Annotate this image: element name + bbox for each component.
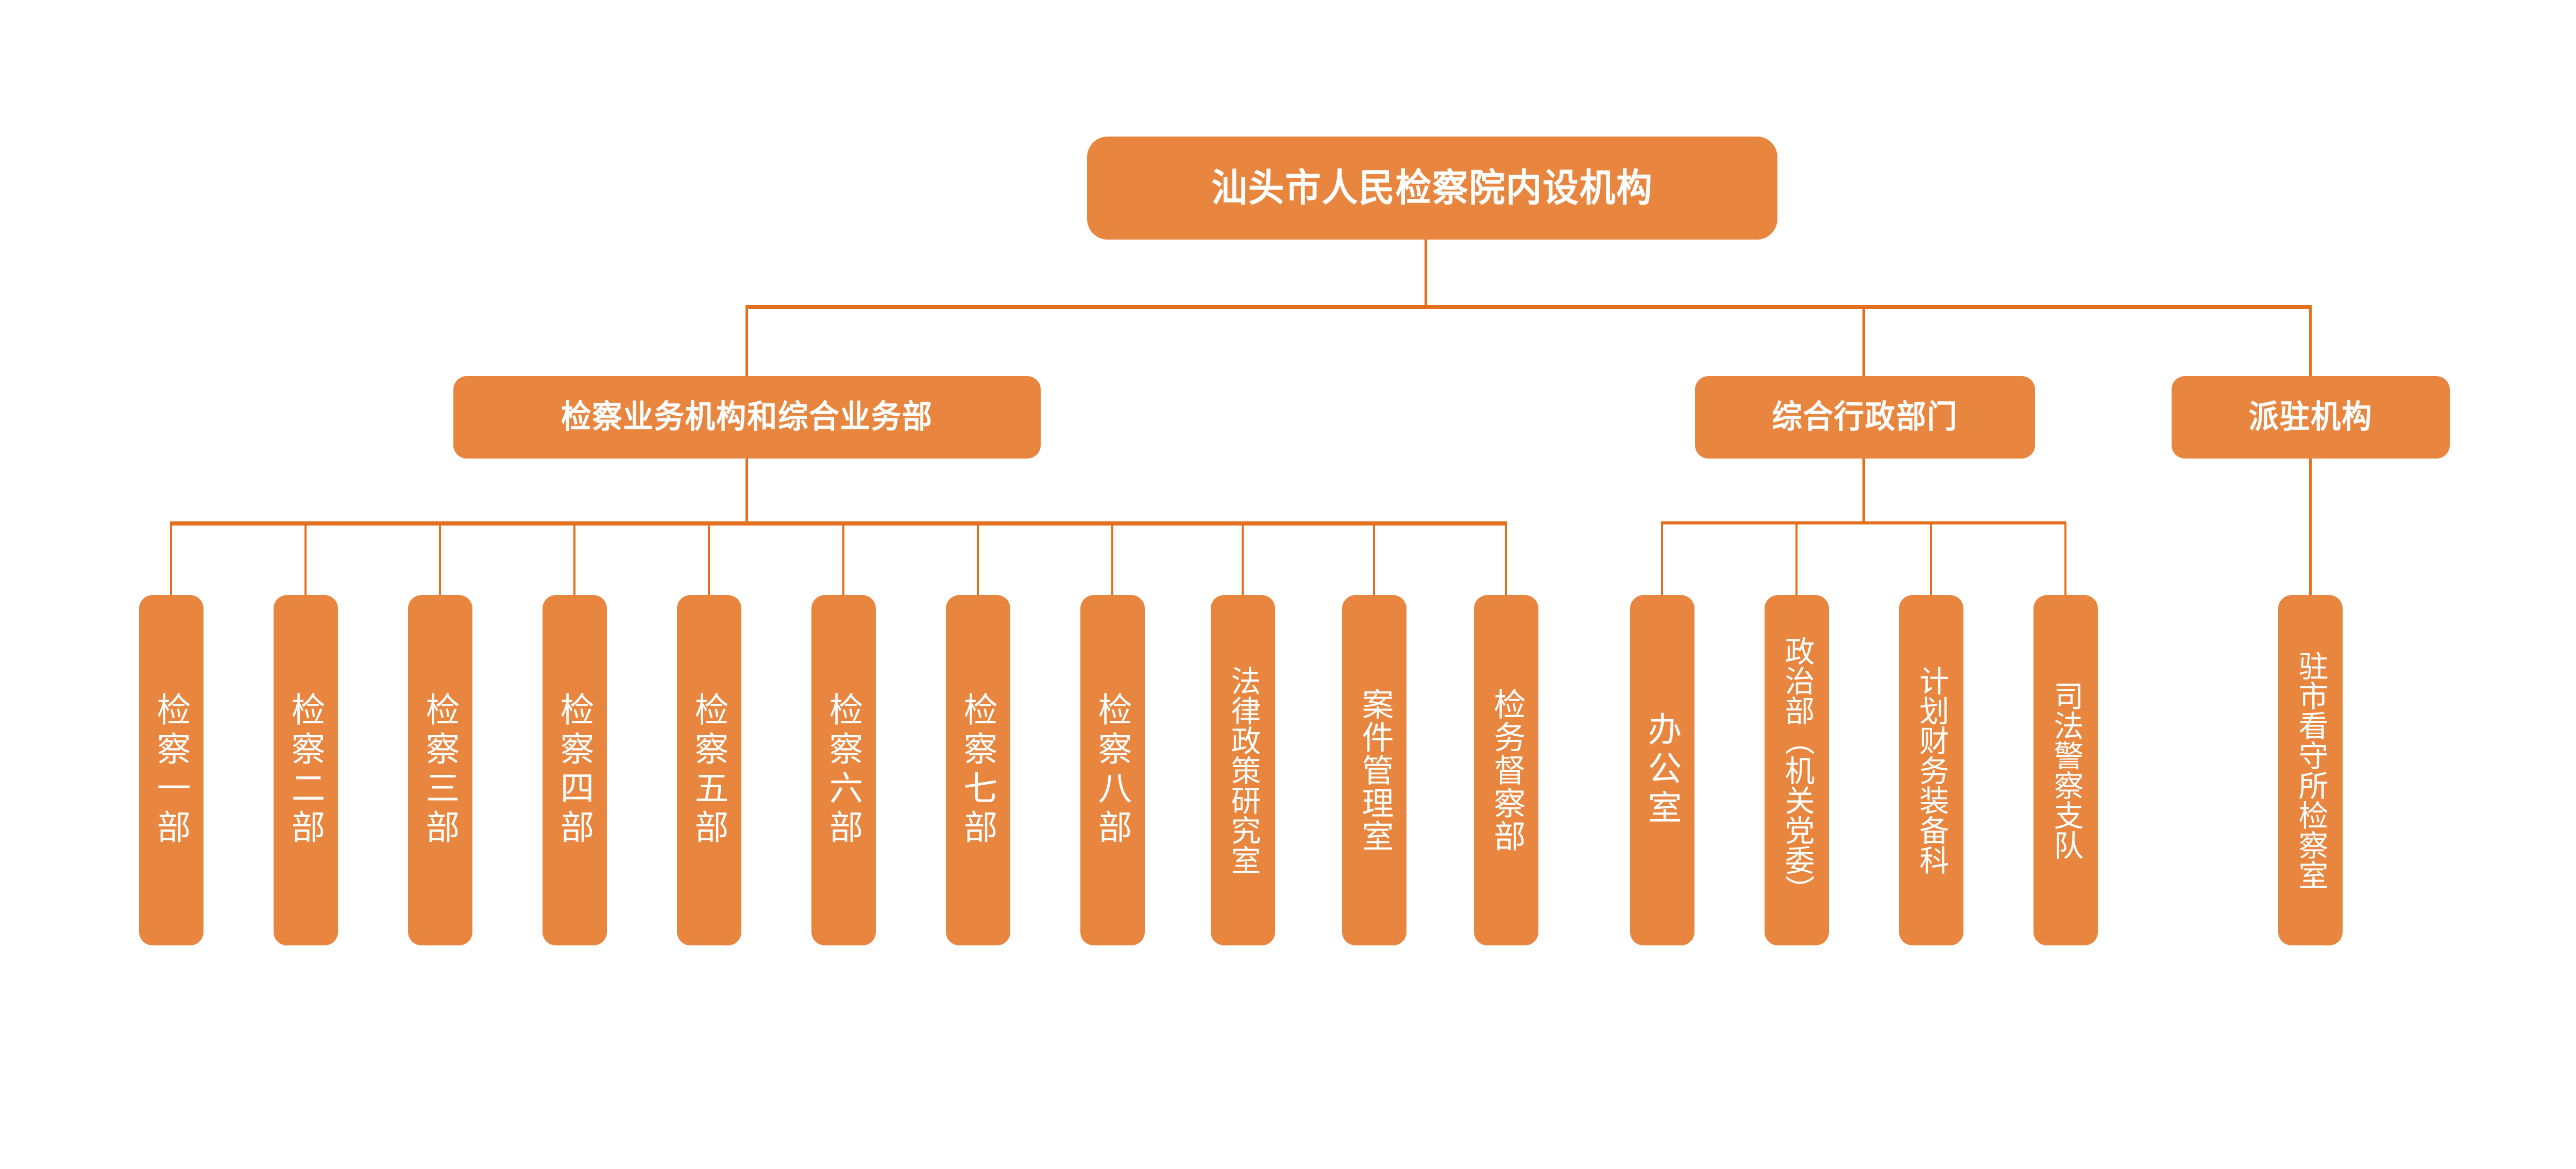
connector-group-2-stem <box>1862 459 1865 523</box>
leaf-node[interactable]: 检察三部 <box>408 595 472 945</box>
leaf-node[interactable]: 案件管理室 <box>1342 595 1406 945</box>
connector-leaf-drop <box>708 521 710 596</box>
connector-leaf-drop <box>573 521 575 596</box>
leaf-node[interactable]: 检察四部 <box>543 595 607 945</box>
leaf-node-label: 计划财务装备科 <box>1914 666 1948 875</box>
leaf-node-label: 检察三部 <box>421 692 460 849</box>
connector-leaf-drop <box>1111 521 1113 596</box>
connector-drop-group-3 <box>2309 305 2312 377</box>
connector-leaf-drop <box>1242 521 1244 596</box>
root-node-label: 汕头市人民检察院内设机构 <box>1211 166 1653 209</box>
connector-leaf-drop <box>170 521 172 596</box>
leaf-node[interactable]: 办公室 <box>1630 595 1694 945</box>
leaf-node[interactable]: 政治部（机关党委） <box>1765 595 1829 945</box>
connector-leaf-drop <box>1795 521 1798 596</box>
group-node-comprehensive-administration[interactable]: 综合行政部门 <box>1695 376 2035 459</box>
connector-leaf-drop <box>977 521 979 596</box>
leaf-node[interactable]: 检务督察部 <box>1474 595 1538 945</box>
connector-leaf-drop <box>2064 521 2066 596</box>
connector-group-3-stem <box>2309 459 2312 596</box>
leaf-node-label: 检察七部 <box>959 692 997 849</box>
leaf-node-label: 检察二部 <box>286 692 325 849</box>
leaf-node-label: 检务督察部 <box>1488 688 1524 853</box>
leaf-node-label: 法律政策研究室 <box>1226 666 1260 875</box>
leaf-node[interactable]: 检察六部 <box>811 595 876 945</box>
group-node-dispatched-agency[interactable]: 派驻机构 <box>2172 376 2450 459</box>
group-node-label-procuratorial-business: 检察业务机构和综合业务部 <box>561 399 933 435</box>
leaf-node-label: 驻市看守所检察室 <box>2294 651 2328 890</box>
leaf-node-label: 检察一部 <box>152 692 191 849</box>
leaf-node[interactable]: 检察八部 <box>1080 595 1145 945</box>
connector-leaf-drop <box>439 521 441 596</box>
connector-leaf-drop <box>1661 521 1663 596</box>
root-node[interactable]: 汕头市人民检察院内设机构 <box>1087 137 1777 240</box>
group-node-label-comprehensive-administration: 综合行政部门 <box>1772 399 1958 435</box>
group-node-label-dispatched-agency: 派驻机构 <box>2248 399 2373 435</box>
leaf-node[interactable]: 法律政策研究室 <box>1211 595 1275 945</box>
connector-root-stem <box>1425 240 1427 307</box>
leaf-node[interactable]: 驻市看守所检察室 <box>2278 595 2343 945</box>
connector-drop-group-2 <box>1862 305 1865 377</box>
leaf-node[interactable]: 计划财务装备科 <box>1899 595 1963 945</box>
leaf-node-label: 办公室 <box>1643 711 1682 829</box>
connector-group-1-bus <box>170 521 1507 526</box>
connector-leaf-drop <box>304 521 307 596</box>
connector-leaf-drop <box>842 521 844 596</box>
leaf-node-label: 检察五部 <box>690 692 728 849</box>
connector-group-1-stem <box>745 459 748 523</box>
connector-drop-group-1 <box>745 305 748 377</box>
connector-leaf-drop <box>1373 521 1375 596</box>
leaf-node-label: 案件管理室 <box>1357 688 1393 853</box>
leaf-node[interactable]: 检察七部 <box>946 595 1010 945</box>
leaf-node[interactable]: 检察五部 <box>677 595 741 945</box>
leaf-node-label: 司法警察支队 <box>2049 681 2083 860</box>
leaf-node[interactable]: 检察二部 <box>274 595 338 945</box>
leaf-node-label: 检察四部 <box>555 692 594 849</box>
leaf-node[interactable]: 检察一部 <box>139 595 204 945</box>
connector-leaf-drop <box>1505 521 1507 596</box>
leaf-node-label: 检察六部 <box>824 692 863 849</box>
group-node-procuratorial-business[interactable]: 检察业务机构和综合业务部 <box>453 376 1041 459</box>
leaf-node-label: 政治部（机关党委） <box>1780 636 1814 905</box>
connector-level2-bus <box>745 305 2312 309</box>
connector-leaf-drop <box>1930 521 1932 596</box>
leaf-node-label: 检察八部 <box>1093 692 1132 849</box>
leaf-node[interactable]: 司法警察支队 <box>2033 595 2098 945</box>
connector-group-2-bus <box>1661 521 2066 524</box>
